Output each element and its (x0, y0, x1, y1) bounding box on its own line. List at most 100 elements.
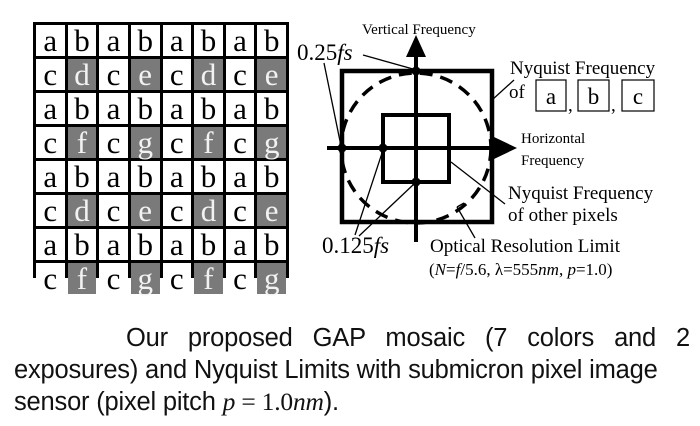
mosaic-cell-a: a (36, 93, 65, 124)
leader-025fs-b (323, 62, 342, 147)
mosaic-cell-a: a (162, 93, 192, 124)
mosaic-cell-c: c (36, 195, 65, 226)
box-c (621, 79, 655, 112)
mosaic-cell-a: a (36, 229, 65, 260)
caption-math-unit: nm (292, 387, 324, 416)
mosaic-cell-a: a (99, 229, 128, 260)
caption-line-3-prefix: sensor (pixel pitch (14, 388, 223, 416)
mosaic-cell-b: b (194, 229, 223, 260)
leader-optical-limit (456, 206, 476, 239)
mosaic-cell-b: b (130, 229, 160, 260)
mosaic-cell-d: d (194, 195, 223, 226)
box-a (535, 79, 567, 112)
param-lambda-value: =555 (503, 260, 538, 279)
mosaic-cell-f: f (194, 127, 223, 158)
mosaic-cell-e: e (130, 195, 160, 226)
mosaic-cell-a: a (225, 25, 255, 56)
mosaic-cell-c: c (162, 263, 192, 294)
label-025fs-number: 0.25 (297, 40, 337, 65)
label-0125fs: 0.125fs (322, 233, 389, 258)
mosaic-cell-a: a (225, 93, 255, 124)
mosaic-cell-c: c (162, 127, 192, 158)
point-0125fs-horizontal (378, 143, 388, 153)
horizontal-axis-arrowhead (494, 137, 517, 159)
label-025fs-unit: fs (337, 40, 352, 65)
mosaic-cell-b: b (67, 229, 97, 260)
vertical-axis-arrowhead (406, 35, 426, 57)
mosaic-cell-c: c (36, 263, 65, 294)
box-c-letter: c (633, 84, 643, 109)
mosaic-cell-e: e (257, 59, 286, 90)
caption-line-1-text: Our proposed GAP mosaic (7 colors and 2 (126, 324, 690, 352)
mosaic-cell-c: c (162, 195, 192, 226)
horizontal-frequency-label-line2: Frequency (521, 153, 585, 169)
box-b (577, 79, 610, 112)
point-025fs-vertical (411, 66, 421, 76)
mosaic-cell-g: g (130, 263, 160, 294)
leader-optical-limit-tick (456, 202, 465, 208)
mosaic-cell-d: d (67, 59, 97, 90)
param-open: ( (429, 260, 435, 279)
mosaic-cell-c: c (99, 127, 128, 158)
mosaic-cell-a: a (99, 25, 128, 56)
mosaic-cell-c: c (225, 59, 255, 90)
caption-line-2: exposures) and Nyquist Limits with submi… (14, 355, 658, 384)
mosaic-cell-g: g (257, 263, 286, 294)
mosaic-cell-c: c (162, 59, 192, 90)
optical-limit-params: (N=f/5.6, λ=555nm, p=1.0) (429, 260, 612, 279)
caption-math-eq: = 1.0 (235, 387, 293, 416)
mosaic-cell-a: a (99, 161, 128, 192)
mosaic-cell-b: b (257, 25, 286, 56)
mosaic-cell-a: a (225, 229, 255, 260)
param-fnum: /5.6, (460, 260, 494, 279)
param-nm: nm (538, 260, 559, 279)
leader-025fs-a (362, 54, 414, 70)
param-comma: , (559, 260, 568, 279)
mosaic-cell-f: f (67, 127, 97, 158)
mosaic-cell-c: c (36, 127, 65, 158)
optical-limit-label: Optical Resolution Limit (430, 236, 621, 257)
point-025fs-horizontal (337, 143, 347, 153)
comma-2: , (611, 95, 616, 116)
param-eq: = (446, 260, 456, 279)
nyquist-abc-label-of: of (509, 82, 526, 103)
mosaic-cell-e: e (130, 59, 160, 90)
mosaic-cell-b: b (257, 229, 286, 260)
comma-1: , (568, 95, 573, 116)
mosaic-cell-b: b (130, 25, 160, 56)
nyquist-other-label-line2: of other pixels (508, 205, 618, 226)
mosaic-cell-c: c (99, 59, 128, 90)
mosaic-cell-d: d (67, 195, 97, 226)
mosaic-cell-a: a (162, 161, 192, 192)
nyquist-other-label-line1: Nyquist Frequency (508, 183, 654, 204)
mosaic-cell-a: a (36, 161, 65, 192)
mosaic-cell-b: b (130, 93, 160, 124)
mosaic-cell-a: a (162, 229, 192, 260)
leader-0125fs-b (358, 183, 415, 237)
nyquist-abc-label-line1: Nyquist Frequency (510, 58, 656, 79)
leader-0125fs-a (354, 149, 384, 236)
mosaic-cell-d: d (194, 59, 223, 90)
mosaic-cell-b: b (130, 161, 160, 192)
mosaic-cell-b: b (194, 93, 223, 124)
param-lambda: λ (495, 260, 504, 279)
box-b-letter: b (588, 84, 600, 109)
mosaic-cell-c: c (99, 195, 128, 226)
param-N: N (434, 260, 448, 279)
mosaic-cell-b: b (67, 25, 97, 56)
mosaic-cell-e: e (257, 195, 286, 226)
param-p-value: =1.0) (576, 260, 613, 279)
leader-nyquist-abc (491, 79, 515, 101)
horizontal-frequency-label-line1: Horizontal (521, 131, 585, 147)
caption-line-3: sensor (pixel pitch p = 1.0nm). (14, 387, 339, 416)
param-f: f (456, 260, 463, 279)
box-a-letter: a (546, 84, 556, 109)
leader-nyquist-other (450, 161, 506, 205)
param-p: p (566, 260, 576, 279)
mosaic-cell-a: a (99, 93, 128, 124)
mosaic-cell-a: a (225, 161, 255, 192)
mosaic-cell-a: a (162, 25, 192, 56)
mosaic-cell-g: g (257, 127, 286, 158)
nyquist-diagram: Vertical Frequency Horizontal Frequency … (297, 22, 656, 279)
